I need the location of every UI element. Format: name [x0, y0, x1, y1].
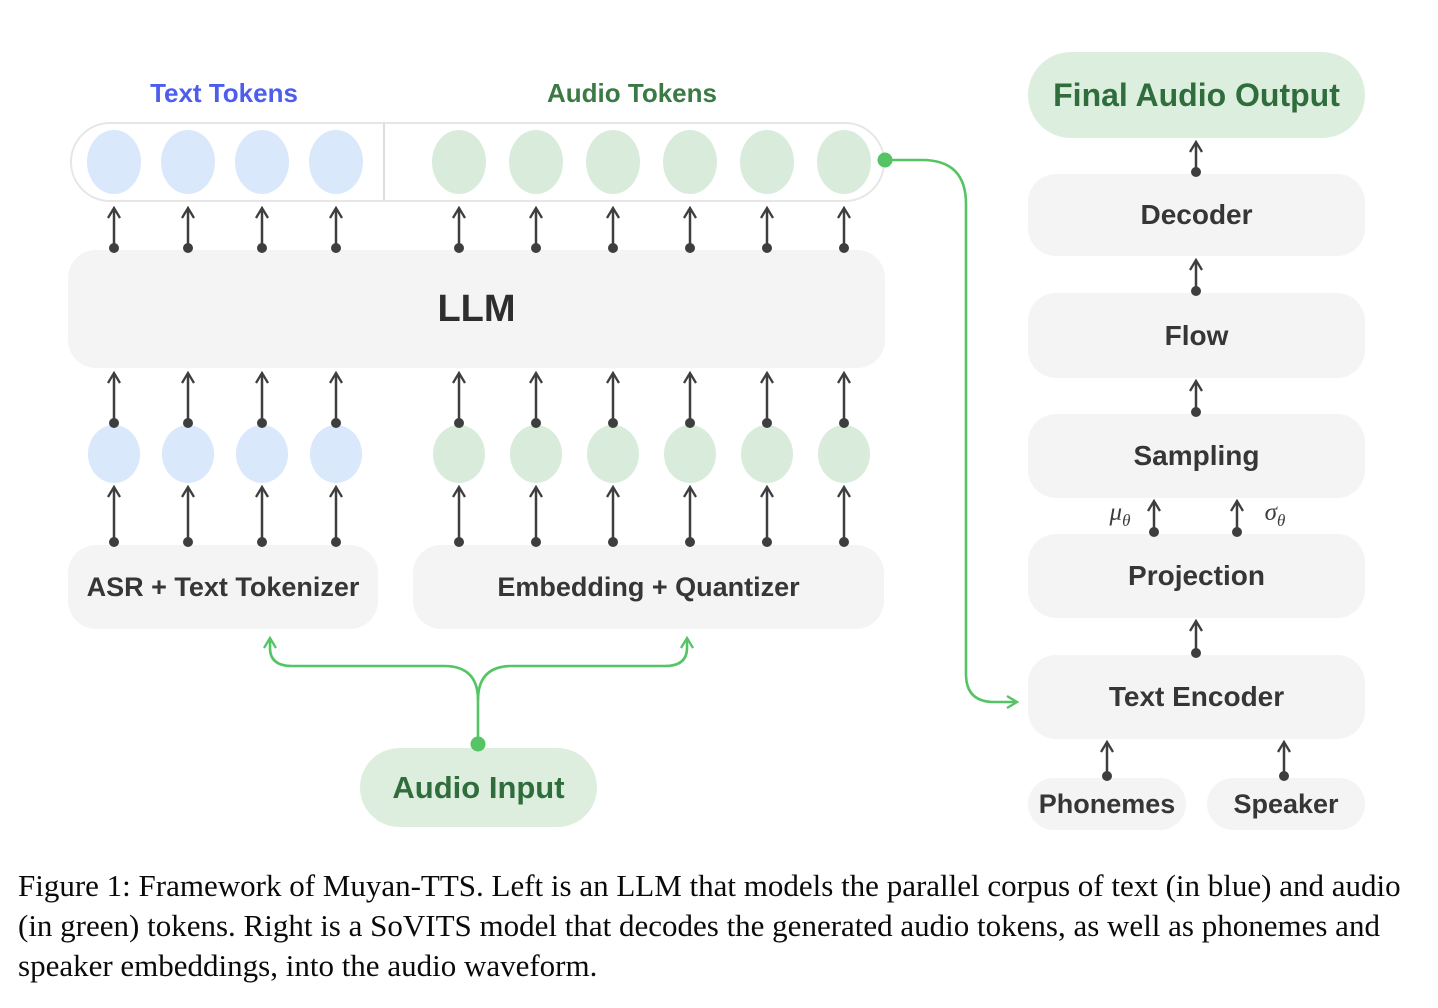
llm-box-label: LLM	[437, 287, 516, 330]
text-token-circle	[162, 425, 214, 483]
text-token-circle	[161, 130, 215, 194]
embedding-quantizer-label: Embedding + Quantizer	[497, 571, 800, 602]
audio-token-circle	[663, 130, 717, 194]
audio-token-output-group	[432, 130, 871, 194]
decoder-label: Decoder	[1140, 199, 1253, 230]
flow-label: Flow	[1164, 319, 1229, 351]
projection-box: Projection	[1028, 534, 1365, 618]
llm-box: LLM	[68, 250, 885, 368]
audio-token-circle	[818, 425, 870, 483]
audio-token-circle	[741, 425, 793, 483]
audio-token-circle	[433, 425, 485, 483]
text-token-circle	[236, 425, 288, 483]
audio-token-circle	[510, 425, 562, 483]
text-token-circle	[87, 130, 141, 194]
text-token-circle	[309, 130, 363, 194]
audio-token-circle	[817, 130, 871, 194]
flow-box: Flow	[1028, 293, 1365, 378]
audio-token-circle	[586, 130, 640, 194]
decoder-box: Decoder	[1028, 174, 1365, 256]
audio-input-split-arrow	[263, 635, 694, 744]
text-token-output-group	[87, 130, 363, 194]
figure-caption: Figure 1: Framework of Muyan-TTS. Left i…	[18, 868, 1401, 983]
speaker-label: Speaker	[1233, 788, 1339, 819]
sampling-box: Sampling	[1028, 414, 1365, 498]
text-encoder-box: Text Encoder	[1028, 655, 1365, 739]
final-audio-output-pill: Final Audio Output	[1028, 52, 1365, 138]
audio-token-circle	[664, 425, 716, 483]
audio-input-pill: Audio Input	[360, 748, 597, 827]
text-embedding-group	[88, 425, 362, 483]
text-token-circle	[235, 130, 289, 194]
projection-label: Projection	[1128, 560, 1265, 591]
mu-theta-label: μθ	[1109, 499, 1131, 530]
embedding-quantizer-box: Embedding + Quantizer	[413, 545, 884, 629]
asr-text-tokenizer-label: ASR + Text Tokenizer	[86, 571, 360, 602]
token-divider	[383, 123, 385, 201]
text-tokens-label: Text Tokens	[150, 78, 298, 108]
final-audio-output-label: Final Audio Output	[1053, 76, 1340, 113]
text-token-circle	[310, 425, 362, 483]
phonemes-label: Phonemes	[1038, 788, 1176, 819]
audio-token-circle	[509, 130, 563, 194]
audio-token-circle	[587, 425, 639, 483]
audio-embedding-group	[433, 425, 870, 483]
sigma-theta-label: σθ	[1264, 499, 1286, 530]
audio-token-circle	[740, 130, 794, 194]
audio-token-circle	[432, 130, 486, 194]
audio-input-label: Audio Input	[392, 769, 565, 805]
speaker-pill: Speaker	[1207, 778, 1365, 830]
audio-tokens-to-text-encoder-arrow	[885, 158, 1020, 709]
phonemes-pill: Phonemes	[1028, 778, 1186, 830]
sampling-label: Sampling	[1133, 440, 1260, 471]
asr-text-tokenizer-box: ASR + Text Tokenizer	[68, 545, 378, 629]
text-token-circle	[88, 425, 140, 483]
text-encoder-label: Text Encoder	[1108, 681, 1285, 712]
audio-tokens-label: Audio Tokens	[547, 78, 717, 108]
